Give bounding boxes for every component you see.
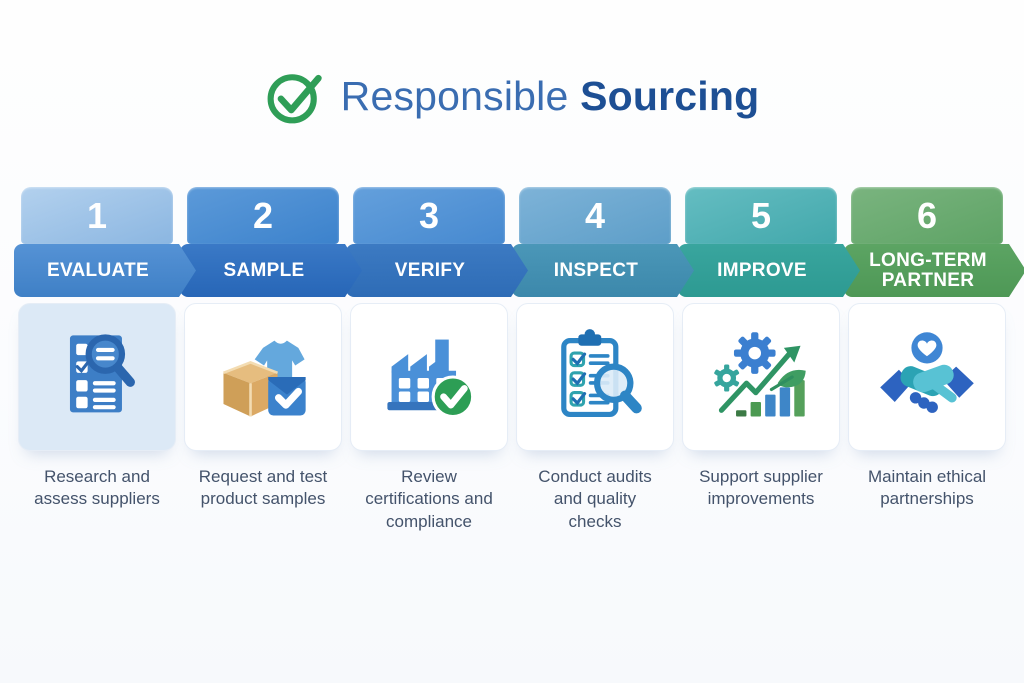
step-icon-card xyxy=(184,303,342,451)
check-circle-icon xyxy=(265,66,325,126)
step-number-box: 3 xyxy=(353,187,505,244)
step-number: 2 xyxy=(252,194,274,236)
step-description: Review certifications and compliance xyxy=(365,467,493,531)
step-description: Request and test product samples xyxy=(198,467,328,509)
step-banner-arrow: VERIFY xyxy=(346,244,528,297)
step-description: Maintain ethical partnerships xyxy=(867,467,987,509)
step-banner-arrow: INSPECT xyxy=(512,244,694,297)
step-description: Research and assess suppliers xyxy=(34,467,160,509)
page-header: Responsible Sourcing xyxy=(0,66,1024,126)
process-steps: 1 EVALUATE xyxy=(14,187,1010,533)
step-number: 4 xyxy=(584,194,606,236)
title-emphasis: Sourcing xyxy=(580,72,760,119)
step-number: 6 xyxy=(916,194,938,236)
page-title: Responsible Sourcing xyxy=(341,73,760,120)
step-number-box: 4 xyxy=(519,187,671,244)
step-number: 1 xyxy=(86,194,108,236)
step-label: EVALUATE xyxy=(47,259,149,281)
gears-growth-icon xyxy=(709,325,813,429)
step-icon-card xyxy=(516,303,674,451)
step-description: Support supplier improvements xyxy=(699,467,823,509)
factory-check-icon xyxy=(377,325,481,429)
step-verify: 3 VERIFY xyxy=(346,187,512,533)
step-evaluate: 1 EVALUATE xyxy=(14,187,180,533)
step-label: IMPROVE xyxy=(717,259,807,281)
step-label: SAMPLE xyxy=(223,259,305,281)
step-label: VERIFY xyxy=(394,259,466,281)
step-number-box: 5 xyxy=(685,187,837,244)
step-sample: 2 SAMPLE Request and test product xyxy=(180,187,346,533)
step-inspect: 4 INSPECT xyxy=(512,187,678,533)
clipboard-magnifier-icon xyxy=(543,325,647,429)
step-number-box: 6 xyxy=(851,187,1003,244)
step-banner-arrow: EVALUATE xyxy=(14,244,196,297)
handshake-heart-icon xyxy=(875,325,979,429)
step-number: 5 xyxy=(750,194,772,236)
step-number-box: 2 xyxy=(187,187,339,244)
step-long-term-partner: 6 LONG-TERM PARTNER Mai xyxy=(844,187,1010,533)
checklist-magnifier-icon xyxy=(45,325,149,429)
step-banner-arrow: IMPROVE xyxy=(678,244,860,297)
title-text: Responsible xyxy=(340,72,569,119)
step-icon-card xyxy=(682,303,840,451)
step-banner-arrow: LONG-TERM PARTNER xyxy=(844,244,1024,297)
step-icon-card xyxy=(18,303,176,451)
step-number: 3 xyxy=(418,194,440,236)
step-label: INSPECT xyxy=(553,259,639,281)
step-icon-card xyxy=(350,303,508,451)
step-label: LONG-TERM PARTNER xyxy=(869,249,987,291)
package-shirt-sample-icon xyxy=(211,325,315,429)
step-description: Conduct audits and quality checks xyxy=(538,467,652,531)
step-improve: 5 IMPROVE xyxy=(678,187,844,533)
step-banner-arrow: SAMPLE xyxy=(180,244,362,297)
step-icon-card xyxy=(848,303,1006,451)
step-number-box: 1 xyxy=(21,187,173,244)
